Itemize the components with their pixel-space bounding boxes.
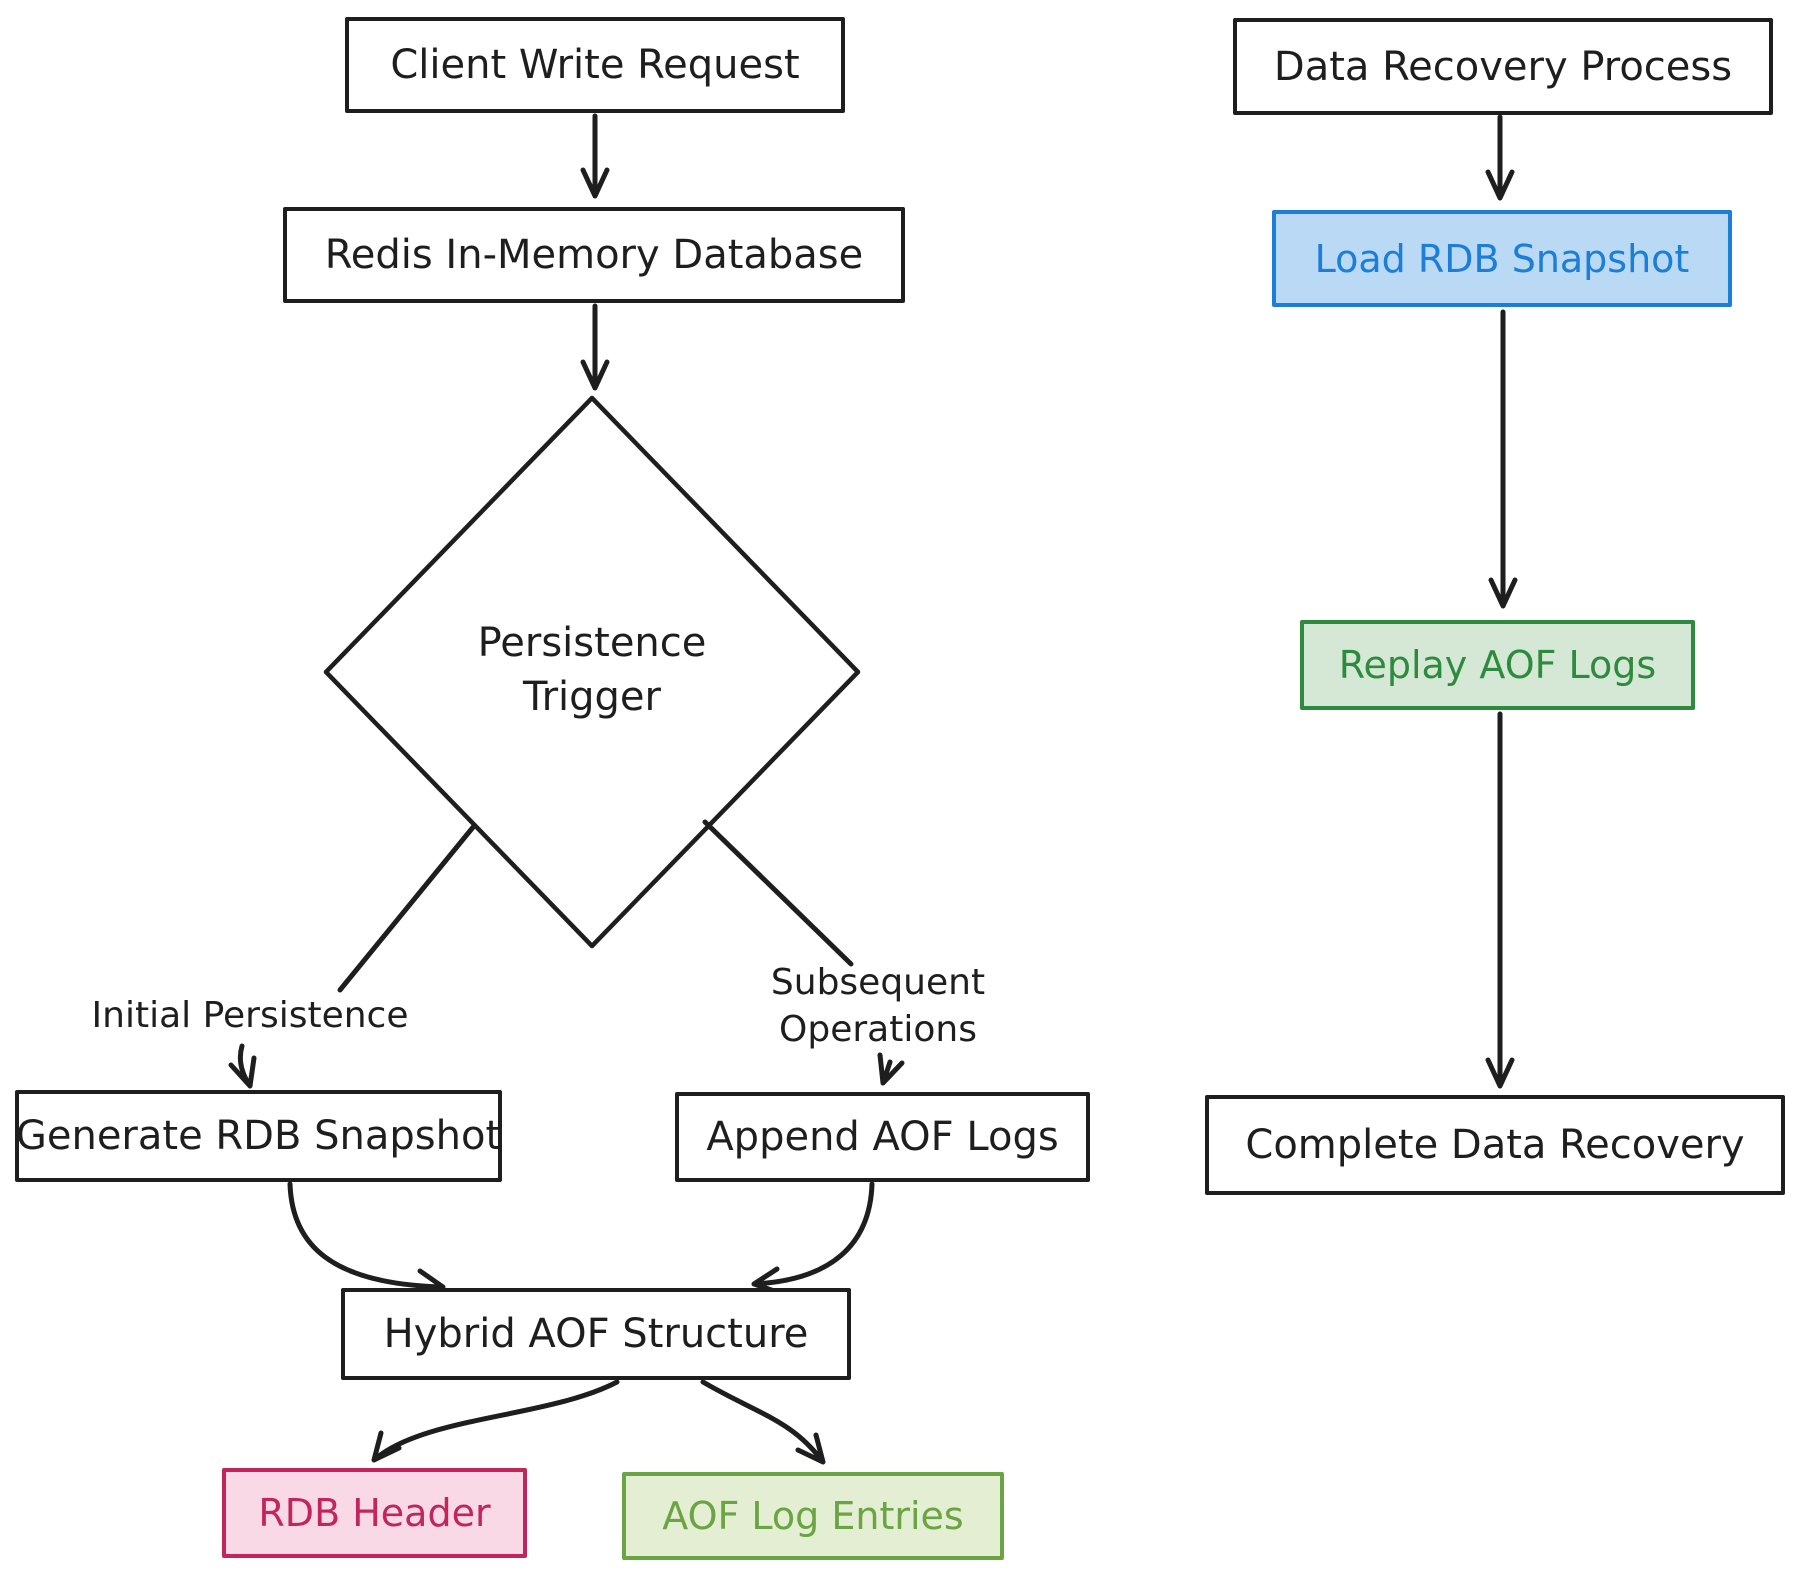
node-hybrid-aof-structure-label: Hybrid AOF Structure — [383, 1311, 809, 1357]
node-aof-log-entries-label: AOF Log Entries — [662, 1494, 964, 1538]
node-redis-in-memory-database: Redis In-Memory Database — [283, 207, 905, 303]
node-generate-rdb-snapshot: Generate RDB Snapshot — [15, 1090, 502, 1182]
node-client-write-request: Client Write Request — [345, 17, 845, 113]
node-aof-log-entries: AOF Log Entries — [622, 1472, 1004, 1560]
arrow-hybrid-to-aof-entries — [700, 1379, 826, 1465]
persistence-trigger-diamond — [323, 395, 861, 949]
node-persistence-trigger-label: Persistence Trigger — [477, 620, 707, 720]
node-append-aof-logs-label: Append AOF Logs — [706, 1114, 1059, 1160]
arrow-client-to-redis — [580, 113, 610, 199]
node-complete-data-recovery: Complete Data Recovery — [1205, 1095, 1785, 1195]
node-generate-rdb-snapshot-label: Generate RDB Snapshot — [15, 1113, 502, 1159]
node-redis-in-memory-database-label: Redis In-Memory Database — [324, 232, 864, 278]
node-append-aof-logs: Append AOF Logs — [675, 1092, 1090, 1182]
arrow-recovery-to-load — [1485, 114, 1515, 201]
node-replay-aof-logs-label: Replay AOF Logs — [1338, 643, 1657, 687]
node-complete-data-recovery-label: Complete Data Recovery — [1245, 1122, 1745, 1168]
arrow-load-to-replay — [1488, 309, 1518, 609]
arrow-append-to-hybrid — [751, 1181, 875, 1296]
node-data-recovery-process: Data Recovery Process — [1233, 18, 1773, 115]
arrow-replay-to-complete — [1485, 711, 1515, 1089]
node-load-rdb-snapshot-label: Load RDB Snapshot — [1314, 236, 1690, 281]
arrow-initial-to-generate-head — [228, 1043, 257, 1089]
node-data-recovery-process-label: Data Recovery Process — [1273, 43, 1733, 90]
arrow-subsequent-to-append-head — [877, 1052, 905, 1086]
node-rdb-header-label: RDB Header — [258, 1491, 491, 1535]
node-hybrid-aof-structure: Hybrid AOF Structure — [341, 1288, 851, 1380]
node-replay-aof-logs: Replay AOF Logs — [1300, 620, 1695, 710]
arrow-hybrid-to-rdb-header — [371, 1379, 620, 1463]
arrow-generate-to-hybrid — [287, 1181, 446, 1298]
edge-label-subsequent-operations: Subsequent Operations — [770, 962, 986, 1050]
arrow-redis-to-trigger — [580, 303, 610, 391]
edge-label-initial-persistence: Initial Persistence — [91, 995, 409, 1036]
arrow-trigger-to-initial-line — [337, 823, 477, 993]
node-load-rdb-snapshot: Load RDB Snapshot — [1272, 210, 1732, 307]
node-client-write-request-label: Client Write Request — [390, 42, 800, 88]
arrow-trigger-to-subsequent-line — [702, 819, 854, 967]
node-rdb-header: RDB Header — [222, 1468, 527, 1558]
